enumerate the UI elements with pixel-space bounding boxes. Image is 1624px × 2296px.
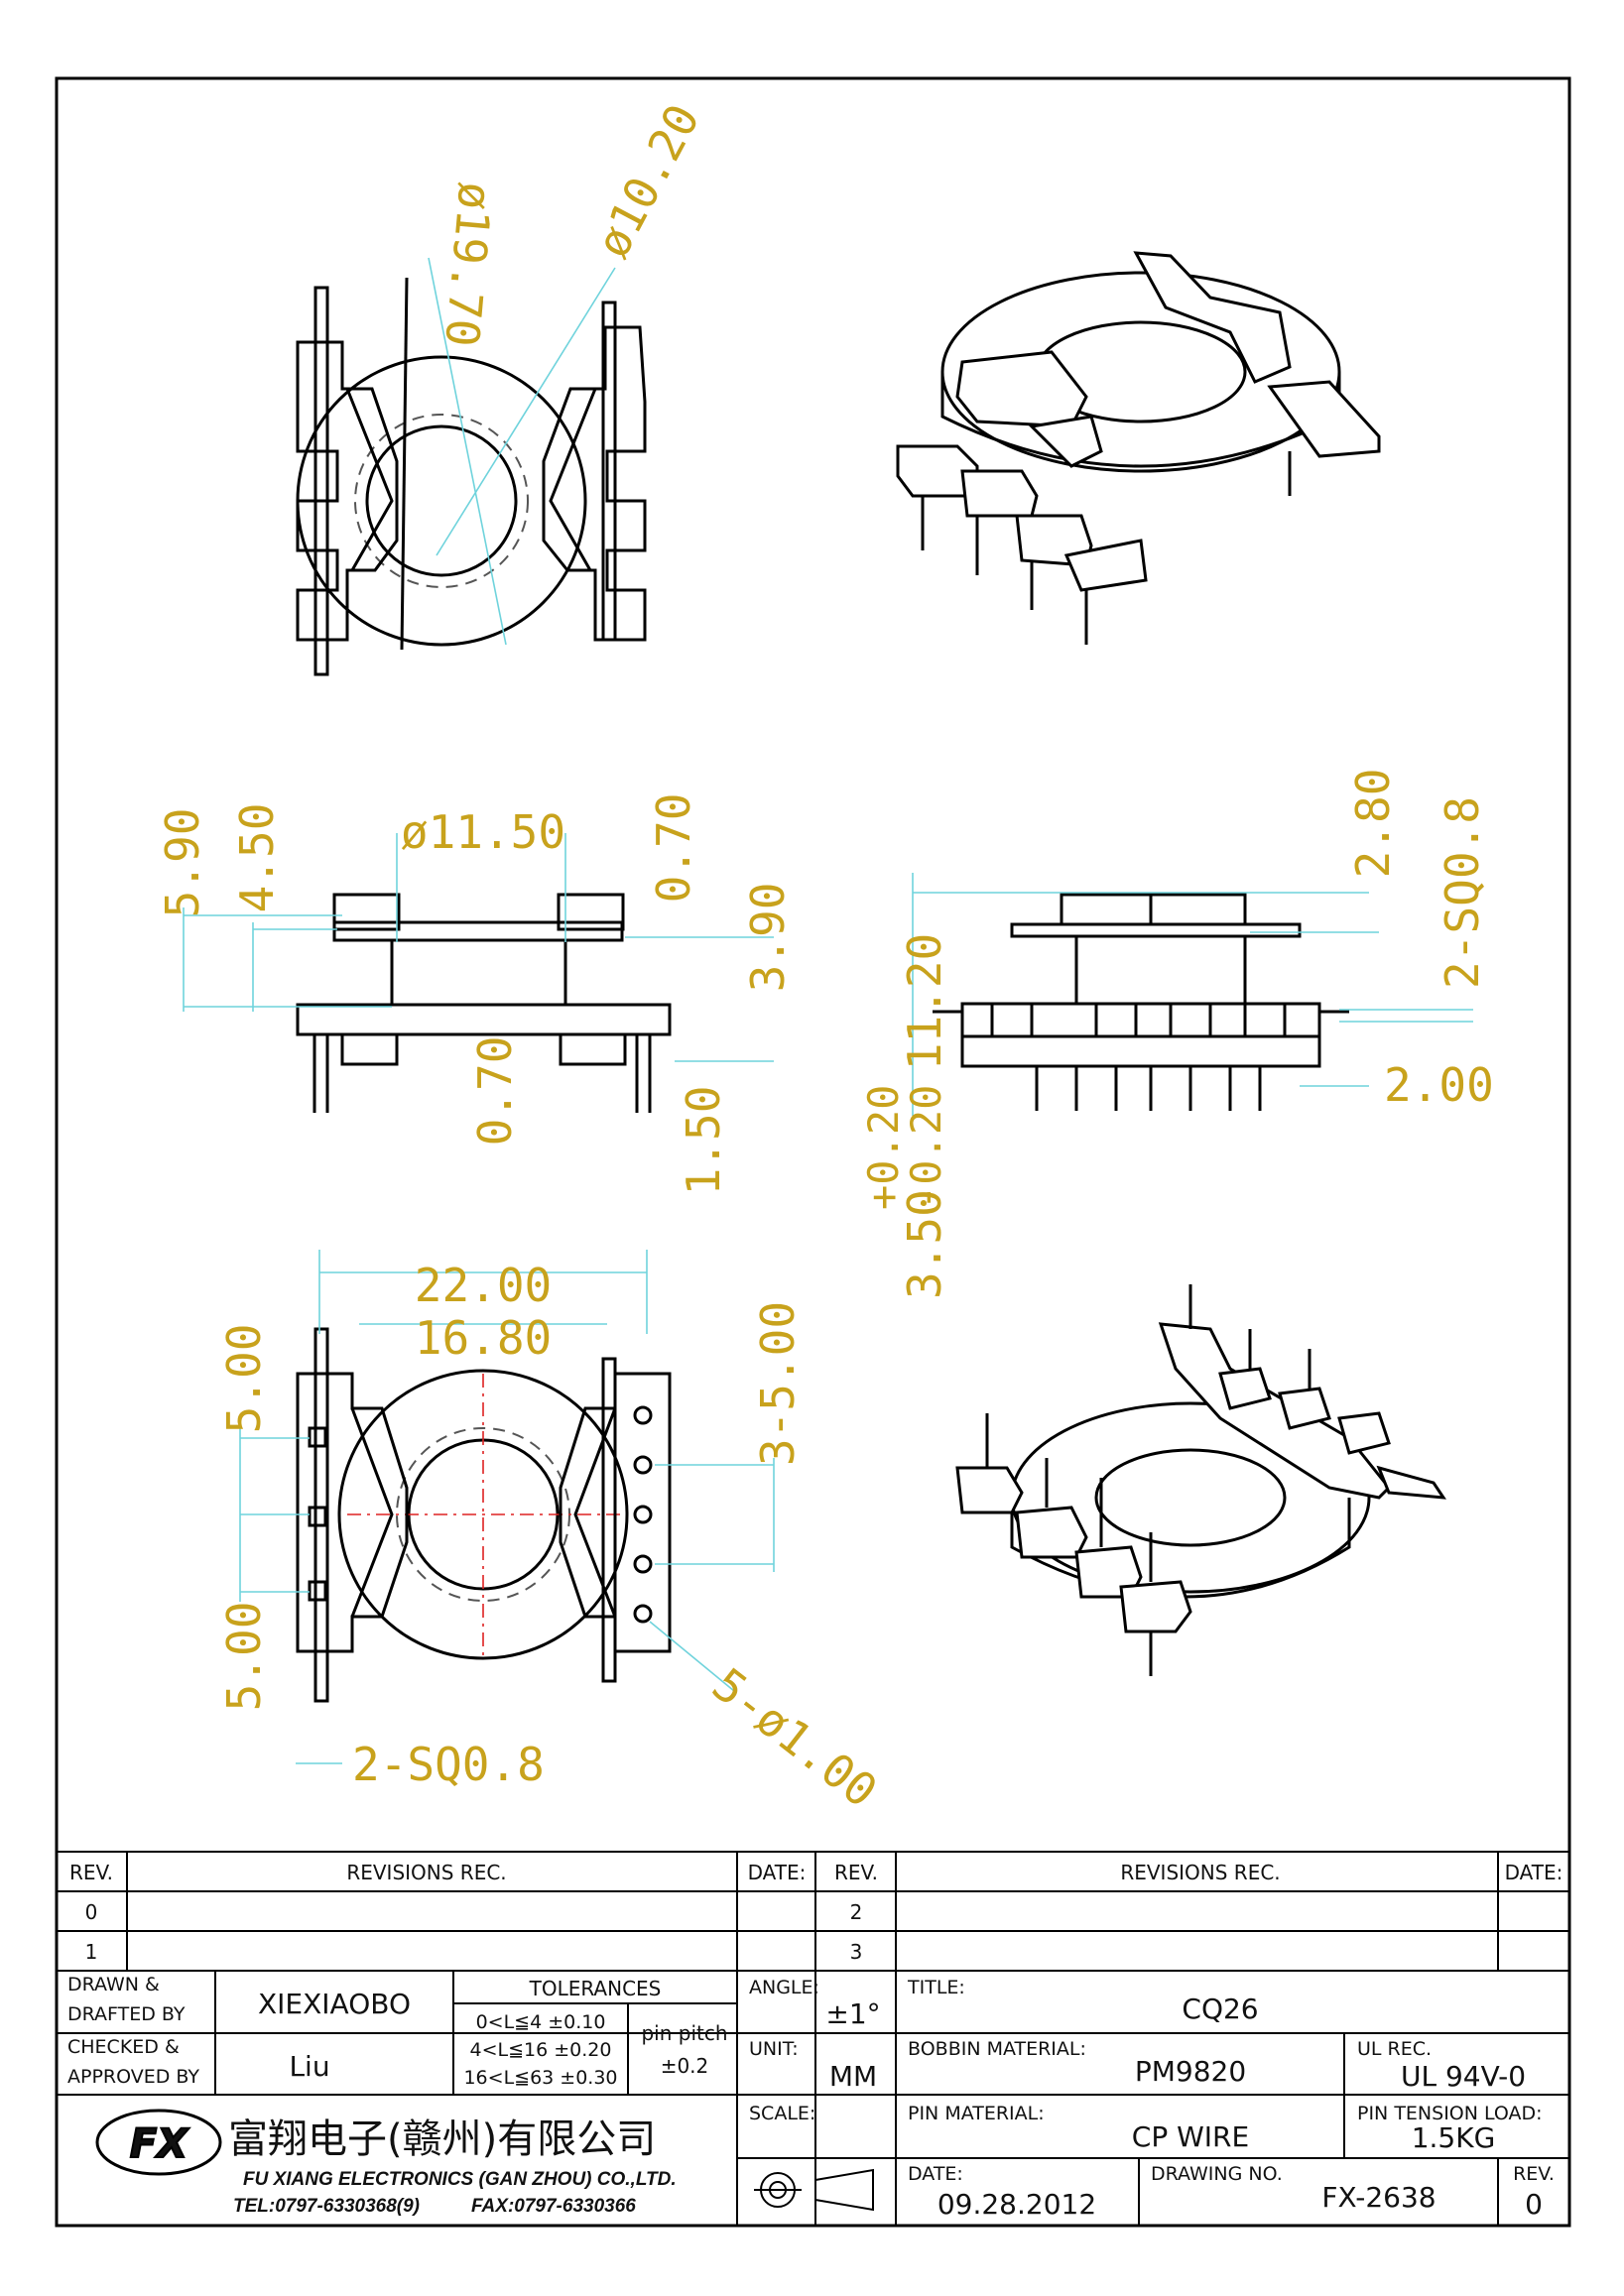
unit-value: MM xyxy=(829,2060,877,2093)
company-name-cn: 富翔电子(赣州)有限公司 xyxy=(228,2116,656,2162)
unit-label: UNIT: xyxy=(749,2038,799,2060)
rec-col-header-right: REVISIONS REC. xyxy=(1120,1861,1280,1884)
angle-value: ±1° xyxy=(825,1997,880,2030)
pin-pitch-value: ±0.2 xyxy=(661,2054,709,2078)
dim-side-pin-offset: 2.00 xyxy=(1384,1058,1494,1112)
tol-row-1: 0<L≦4 ±0.10 xyxy=(476,2011,606,2033)
checked-label-2: APPROVED BY xyxy=(67,2066,199,2088)
rev-col-header-right: REV. xyxy=(834,1861,878,1884)
title-block: REV. REVISIONS REC. DATE: REV. REVISIONS… xyxy=(57,1851,1569,2226)
dim-side-top: 2.80 xyxy=(1346,769,1400,879)
dim-total-height: 5.90 xyxy=(156,808,209,918)
dim-flange-thk: 0.70 xyxy=(647,793,700,904)
dim-pin-tol-minus: -0.20 xyxy=(902,1085,950,1210)
rev-col-header-left: REV. xyxy=(69,1861,113,1884)
front-view: 5.90 4.50 ø11.50 0.70 3.90 0.70 1.50 xyxy=(156,793,795,1196)
drawn-label-1: DRAWN & xyxy=(67,1974,160,1995)
checked-label-1: CHECKED & xyxy=(67,2036,180,2058)
ul-rec-value: UL 94V-0 xyxy=(1401,2060,1526,2093)
dim-inner-dia: ø10.20 xyxy=(585,95,710,266)
projection-symbol-icon xyxy=(754,2168,874,2212)
iso-view-top xyxy=(896,251,1381,645)
rec-col-header-left: REVISIONS REC. xyxy=(346,1861,506,1884)
dim-pitch-right: 3-5.00 xyxy=(751,1301,805,1466)
side-view: 11.20 2.80 2-SQ0.8 2.00 3.50 +0.20 -0.20 xyxy=(859,769,1494,1299)
dim-pin-length: 3.50 xyxy=(898,1189,951,1299)
rev-row-1: 1 xyxy=(85,1940,98,1964)
dim-flange-height: 4.50 xyxy=(230,803,284,913)
ul-rec-label: UL REC. xyxy=(1357,2038,1432,2060)
top-view: ø19.70 ø10.20 xyxy=(296,95,710,676)
company-tel: TEL:0797-6330368(9) xyxy=(233,2196,420,2217)
dim-base-height: 3.90 xyxy=(741,883,795,993)
date-value: 09.28.2012 xyxy=(937,2188,1096,2221)
dim-pin-tol-plus: +0.20 xyxy=(859,1085,908,1210)
bobbin-material-value: PM9820 xyxy=(1135,2055,1246,2088)
scale-label: SCALE: xyxy=(749,2103,815,2124)
checked-by-value: Liu xyxy=(289,2050,329,2083)
title-value: CQ26 xyxy=(1182,1993,1258,2025)
dim-core-dia: ø11.50 xyxy=(401,805,565,859)
bottom-view: 22.00 16.80 5.00 5.00 3-5.00 2-SQ0.8 5-ø… xyxy=(217,1250,887,1818)
sheet-border xyxy=(55,76,1571,2228)
tolerances-title: TOLERANCES xyxy=(529,1977,662,2000)
date-label: DATE: xyxy=(908,2163,963,2185)
rev-row-0: 0 xyxy=(85,1900,98,1924)
dim-bottom-sq: 2-SQ0.8 xyxy=(352,1738,545,1791)
pin-material-value: CP WIRE xyxy=(1132,2120,1249,2153)
tol-row-2: 4<L≦16 ±0.20 xyxy=(470,2039,612,2061)
dim-bottom-width-inner: 16.80 xyxy=(415,1311,552,1365)
date-col-header-right: DATE: xyxy=(1505,1861,1563,1884)
dim-outer-dia: ø19.70 xyxy=(435,180,502,348)
date-col-header-left: DATE: xyxy=(748,1861,807,1884)
company-fax: FAX:0797-6330366 xyxy=(471,2196,636,2217)
rev-row-2: 2 xyxy=(850,1900,863,1924)
rev-value: 0 xyxy=(1525,2188,1543,2221)
title-label: TITLE: xyxy=(907,1977,965,1998)
drawn-by-value: XIEXIAOBO xyxy=(258,1988,411,2020)
pin-tension-value: 1.5KG xyxy=(1412,2121,1496,2154)
pin-tension-label: PIN TENSION LOAD: xyxy=(1357,2103,1543,2124)
pin-pitch-label: pin pitch xyxy=(641,2021,727,2045)
svg-text:FX: FX xyxy=(130,2121,189,2167)
company-logo: FX xyxy=(95,2109,222,2176)
pin-material-label: PIN MATERIAL: xyxy=(908,2103,1045,2124)
tol-row-3: 16<L≦63 ±0.30 xyxy=(463,2067,617,2089)
rev-row-3: 3 xyxy=(850,1940,863,1964)
dim-pitch-left-top: 5.00 xyxy=(217,1324,271,1434)
drawn-label-2: DRAFTED BY xyxy=(67,2003,186,2025)
bobbin-material-label: BOBBIN MATERIAL: xyxy=(908,2038,1086,2060)
dim-bottom-holes: 5-ø1.00 xyxy=(702,1657,887,1818)
drawing-no-value: FX-2638 xyxy=(1321,2181,1436,2214)
iso-view-bottom xyxy=(955,1284,1446,1676)
dim-side-pin-sq: 2-SQ0.8 xyxy=(1436,796,1489,989)
angle-label: ANGLE: xyxy=(749,1977,819,1998)
dim-bottom-flange: 0.70 xyxy=(468,1036,522,1147)
drawing-no-label: DRAWING NO. xyxy=(1151,2163,1283,2185)
rev-label: REV. xyxy=(1513,2163,1555,2185)
dim-pitch-left-bottom: 5.00 xyxy=(217,1602,271,1712)
dim-pin-step: 1.50 xyxy=(677,1086,730,1196)
dim-bottom-width-total: 22.00 xyxy=(415,1259,552,1312)
dim-side-height: 11.20 xyxy=(898,933,951,1070)
company-name-en: FU XIANG ELECTRONICS (GAN ZHOU) CO.,LTD. xyxy=(243,2169,677,2190)
